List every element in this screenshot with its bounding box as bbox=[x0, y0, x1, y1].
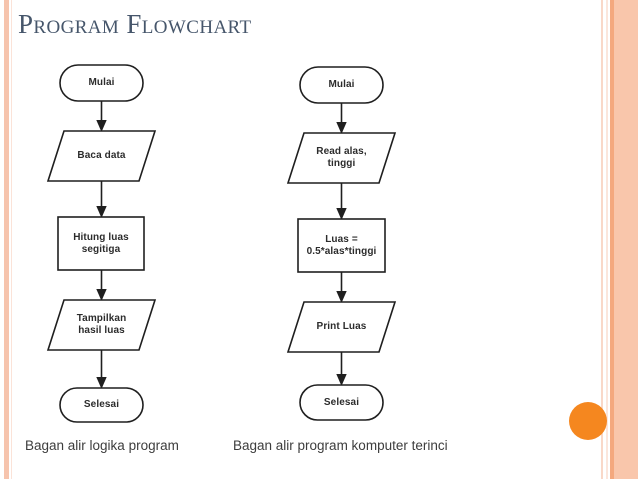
caption-detailed-flowchart: Bagan alir program komputer terinci bbox=[233, 438, 448, 453]
left-edge-hairline bbox=[11, 0, 12, 479]
orange-circle-accent-icon bbox=[569, 402, 607, 440]
node-l-process-label: Hitung luas segitiga bbox=[73, 231, 129, 255]
left-edge-band bbox=[4, 0, 9, 479]
node-r-input-label: Read alas, tinggi bbox=[316, 146, 367, 169]
node-r-output-label: Print Luas bbox=[316, 321, 367, 332]
page-title: Program Flowchart bbox=[18, 9, 252, 39]
node-l-output-label: Tampilkan hasil luas bbox=[76, 313, 127, 336]
node-l-input-label: Baca data bbox=[77, 150, 126, 161]
right-edge-accent-line bbox=[610, 0, 614, 479]
node-r-end-label: Selesai bbox=[323, 396, 360, 408]
right-edge-hairline-outer bbox=[606, 0, 608, 479]
caption-logic-flowchart: Bagan alir logika program bbox=[25, 438, 179, 453]
right-edge-hairline-inner bbox=[601, 0, 603, 479]
right-edge-band bbox=[614, 0, 638, 479]
node-l-start-label: Mulai bbox=[88, 77, 115, 88]
node-r-start-label: Mulai bbox=[328, 79, 355, 90]
node-r-process-label: Luas = 0.5*alas*tinggi bbox=[306, 233, 377, 257]
node-l-end-label: Selesai bbox=[83, 399, 120, 410]
